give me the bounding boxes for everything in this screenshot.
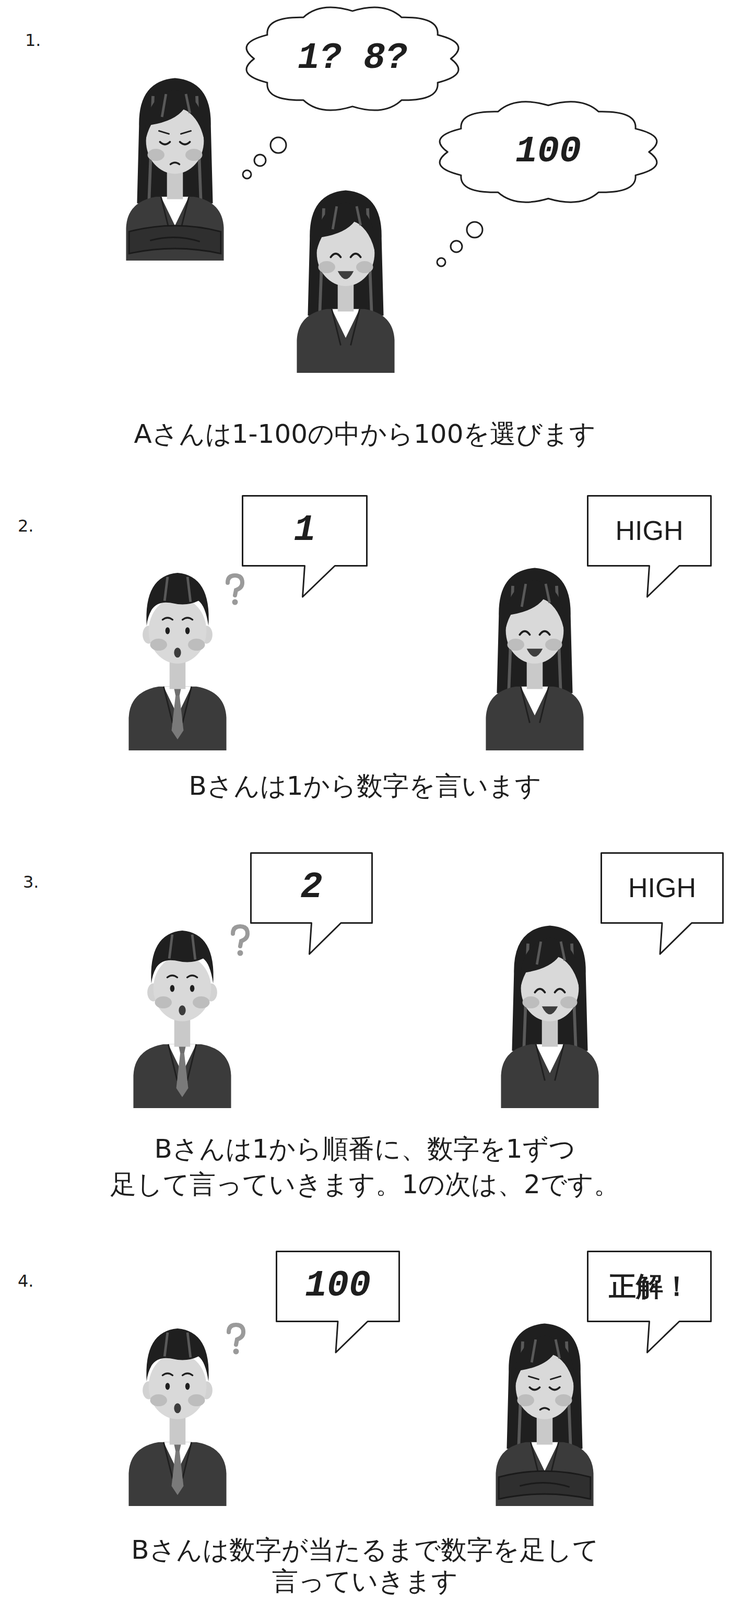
speech-bubble: HIGH [600, 852, 724, 924]
speech-bubble: 2 [250, 852, 373, 924]
speech-bubble: 100 [275, 1250, 400, 1323]
speech-text: HIGH [628, 872, 697, 904]
thought-cloud: 100 [433, 97, 664, 207]
panel-number: 3. [22, 872, 65, 892]
caption-text: Bさんは1から数字を言います [51, 769, 679, 803]
panel-number: 1. [25, 30, 67, 51]
bubble-shape [276, 1251, 400, 1353]
caption-text: Bさんは数字が当たるまで数字を足して 言っていきます [51, 1534, 679, 1597]
bubble-shape [587, 1251, 712, 1353]
bubble-outline [586, 495, 712, 597]
bubble-shape [242, 496, 368, 598]
speech-bubble: HIGH [586, 495, 712, 567]
speech-text: 2 [300, 866, 323, 910]
bubble-shape [251, 853, 373, 955]
bubble-outline [586, 1250, 712, 1353]
panel-number: 2. [17, 515, 60, 536]
thought-text: 100 [515, 131, 582, 174]
bubble-shape [587, 496, 712, 598]
speech-bubble: 1 [241, 495, 368, 567]
speech-text: 100 [304, 1265, 371, 1308]
speech-bubble: 正解！ [586, 1250, 712, 1323]
caption-text: Aさんは1-100の中から100を選びます [51, 417, 679, 451]
speech-text: 正解！ [608, 1270, 691, 1303]
bubble-shape [601, 853, 724, 955]
cloud-shape [246, 7, 459, 111]
thought-cloud: 1? 8? [240, 2, 465, 115]
speech-text: 1 [293, 509, 316, 552]
thought-text: 1? 8? [297, 37, 408, 80]
panel-number: 4. [17, 1270, 60, 1291]
caption-text: Bさんは1から順番に、数字を1ずつ 足して言っていきます。1の次は、2です。 [51, 1131, 679, 1203]
bubble-outline [600, 852, 724, 955]
speech-text: HIGH [615, 515, 684, 547]
cloud-shape [439, 101, 657, 203]
